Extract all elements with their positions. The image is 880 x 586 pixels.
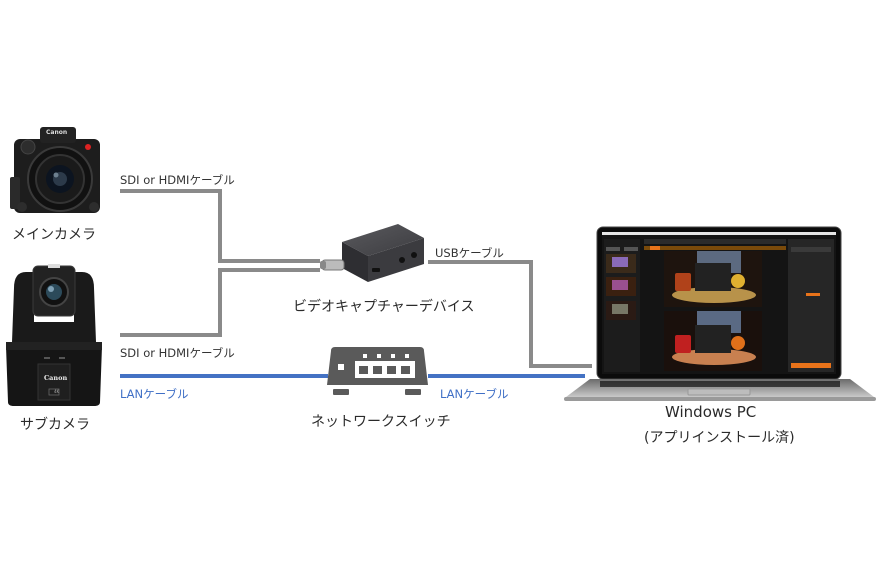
windows-pc [560,215,880,403]
cable-label-sub: SDI or HDMIケーブル [120,346,235,360]
cable-sub-to-capture [120,268,320,337]
cable-label-main: SDI or HDMIケーブル [120,173,235,187]
sub-camera-badge: 4K [54,389,60,394]
sub-camera-brand: Canon [44,374,68,382]
pc-label-line2: (アプリインストール済) [644,430,795,446]
laptop-icon [564,226,876,401]
sub-camera-label: サブカメラ [20,417,90,433]
pc-label-line1: Windows PC [665,403,757,421]
capture-device-icon [320,224,424,282]
sub-camera: Canon 4K [4,262,104,408]
network-switch-label: ネットワークスイッチ [311,414,451,430]
cable-capture-to-pc [428,260,592,368]
main-camera: Canon [10,125,104,217]
capture-device [318,220,430,286]
main-camera-brand: Canon [46,129,68,136]
cable-label-lan-right: LANケーブル [440,387,509,401]
cinema-camera-icon [10,127,100,213]
network-switch [325,345,430,401]
cable-label-lan-left: LANケーブル [120,387,189,401]
cable-label-usb: USBケーブル [435,246,504,260]
network-switch-icon [327,347,428,395]
capture-device-label: ビデオキャプチャーデバイス [293,299,475,315]
main-camera-label: メインカメラ [12,227,96,243]
cable-main-to-capture [120,189,320,263]
ptz-camera-icon [6,264,102,406]
